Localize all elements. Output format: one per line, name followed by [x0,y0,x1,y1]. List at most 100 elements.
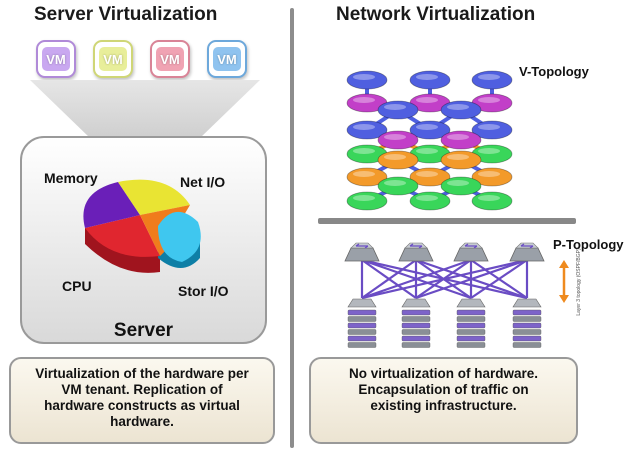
server-unit [401,335,431,342]
server-unit [456,322,486,329]
server-unit [456,335,486,342]
server-unit [401,322,431,329]
vm-tile: VM [93,40,133,78]
caption-line: Encapsulation of traffic on [358,382,529,397]
vm-tile: VM [36,40,76,78]
v-node-highlight [353,74,375,80]
vm-tile: VM [207,40,247,78]
v-node-highlight [384,154,406,160]
caption-line: VM tenant. Replication of [61,382,223,397]
v-node-orange [471,167,513,187]
v-node-highlight [353,97,375,103]
v-node-highlight [416,195,438,201]
v-node-green [440,176,482,196]
v-node-magenta [440,130,482,150]
leaf-switch [512,298,542,308]
v-node-orange [440,150,482,170]
v-node-highlight [353,195,375,201]
v-node-highlight [447,154,469,160]
p-link [361,259,417,299]
caption-line: Virtualization of the hardware per [35,366,249,381]
v-node-green [346,191,388,211]
server-unit [456,342,486,348]
v-node-blue [409,70,451,90]
vm-label: VM [213,47,241,71]
layer3-note: Layer 3 topology (OSPF/BGP) [576,248,582,316]
v-node-highlight [353,171,375,177]
server-unit [456,316,486,322]
v-node-highlight [478,74,500,80]
server-label: Server [113,320,174,341]
v-node-magenta [377,130,419,150]
server-unit [347,329,377,335]
v-node-orange [346,167,388,187]
caption-line: hardware. [110,414,174,429]
v-node-blue [471,70,513,90]
v-node-highlight [416,124,438,130]
v-node-highlight [447,134,469,140]
v-node-highlight [416,148,438,154]
p-link [361,258,472,300]
v-node-highlight [384,180,406,186]
server-unit [401,342,431,348]
stor-io-label: Stor I/O [178,283,229,299]
server-unit [401,329,431,335]
switch-arrows-icon [409,243,423,249]
server-unit [512,309,542,316]
v-node-blue [346,120,388,140]
server-unit [512,335,542,342]
server-unit [347,335,377,342]
v-node-highlight [478,124,500,130]
layer3-arrow [559,260,569,303]
spine-switch [509,247,545,262]
vm-label: VM [99,47,127,71]
server-unit [401,316,431,322]
p-link [415,258,528,300]
v-node-green [471,191,513,211]
v-node-highlight [353,148,375,154]
leaf-switch [456,298,486,308]
v-node-highlight [478,195,500,201]
vm-tile: VM [150,40,190,78]
switch-arrows-icon [464,243,478,249]
pie-slice-stor-io [158,211,201,262]
server-unit [512,342,542,348]
v-node-highlight [478,97,500,103]
spine-switch [453,247,489,262]
server-unit [401,309,431,316]
leaf-switch [401,298,431,308]
v-node-green [409,191,451,211]
server-unit [347,322,377,329]
server-unit [347,342,377,348]
v-node-highlight [384,104,406,110]
pie-slices [83,179,201,273]
network-virtualization-title: Network Virtualization [336,4,536,25]
vm-label: VM [156,47,184,71]
spine-switch [398,247,434,262]
v-node-highlight [478,148,500,154]
switch-arrows-icon [355,243,369,249]
v-node-highlight [447,180,469,186]
server-unit [347,309,377,316]
v-node-highlight [416,74,438,80]
v-node-highlight [384,134,406,140]
v-node-highlight [353,124,375,130]
server-unit [512,322,542,329]
p-link [361,258,528,300]
spine-switch [344,247,380,262]
caption-line: hardware constructs as virtual [44,398,240,413]
server-unit [347,316,377,322]
v-node-orange [377,150,419,170]
v-node-highlight [416,97,438,103]
p-topology-label: P-Topology [553,237,624,252]
v-node-highlight [416,171,438,177]
cpu-label: CPU [62,278,92,294]
vm-label: VM [42,47,70,71]
v-node-highlight [478,171,500,177]
v-topology-label: V-Topology [519,64,589,79]
section-divider [290,8,294,448]
server-unit [456,329,486,335]
